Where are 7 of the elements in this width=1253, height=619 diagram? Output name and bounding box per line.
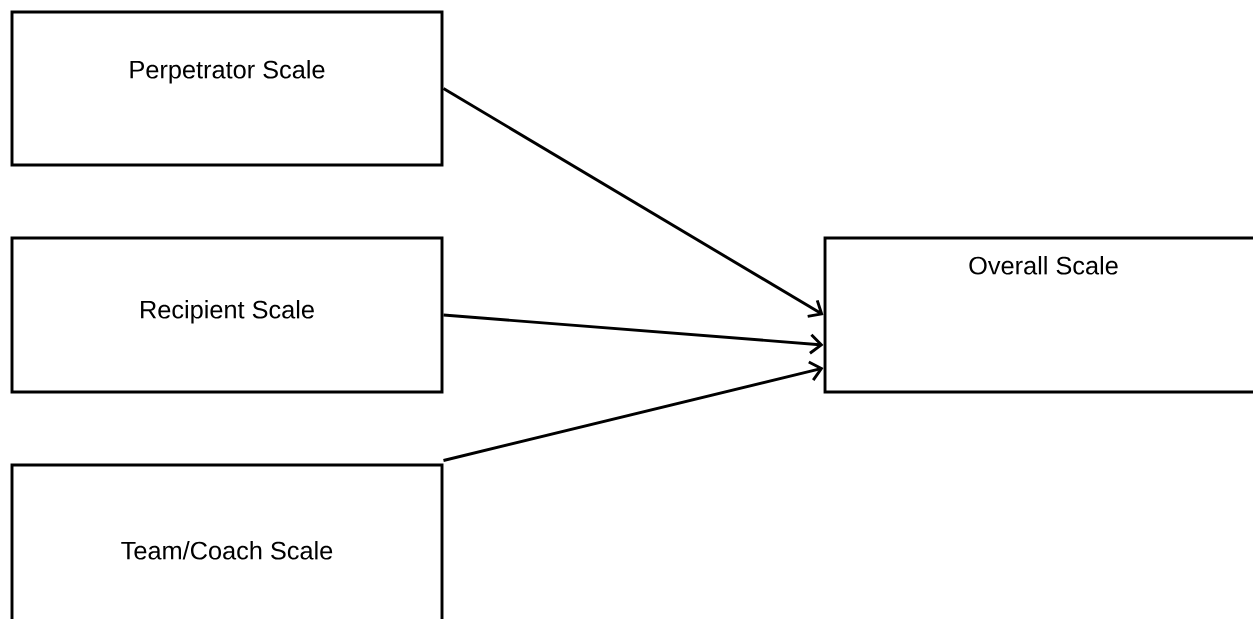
arrow	[442, 87, 824, 318]
scale-box: Perpetrator Scale	[10, 10, 444, 167]
scale-box: Recipient Scale	[10, 236, 444, 394]
arrow	[443, 360, 824, 462]
arrow	[443, 313, 824, 355]
scale-box: Team/Coach Scale	[10, 463, 444, 619]
scale-box: Overall Scale	[823, 236, 1253, 394]
